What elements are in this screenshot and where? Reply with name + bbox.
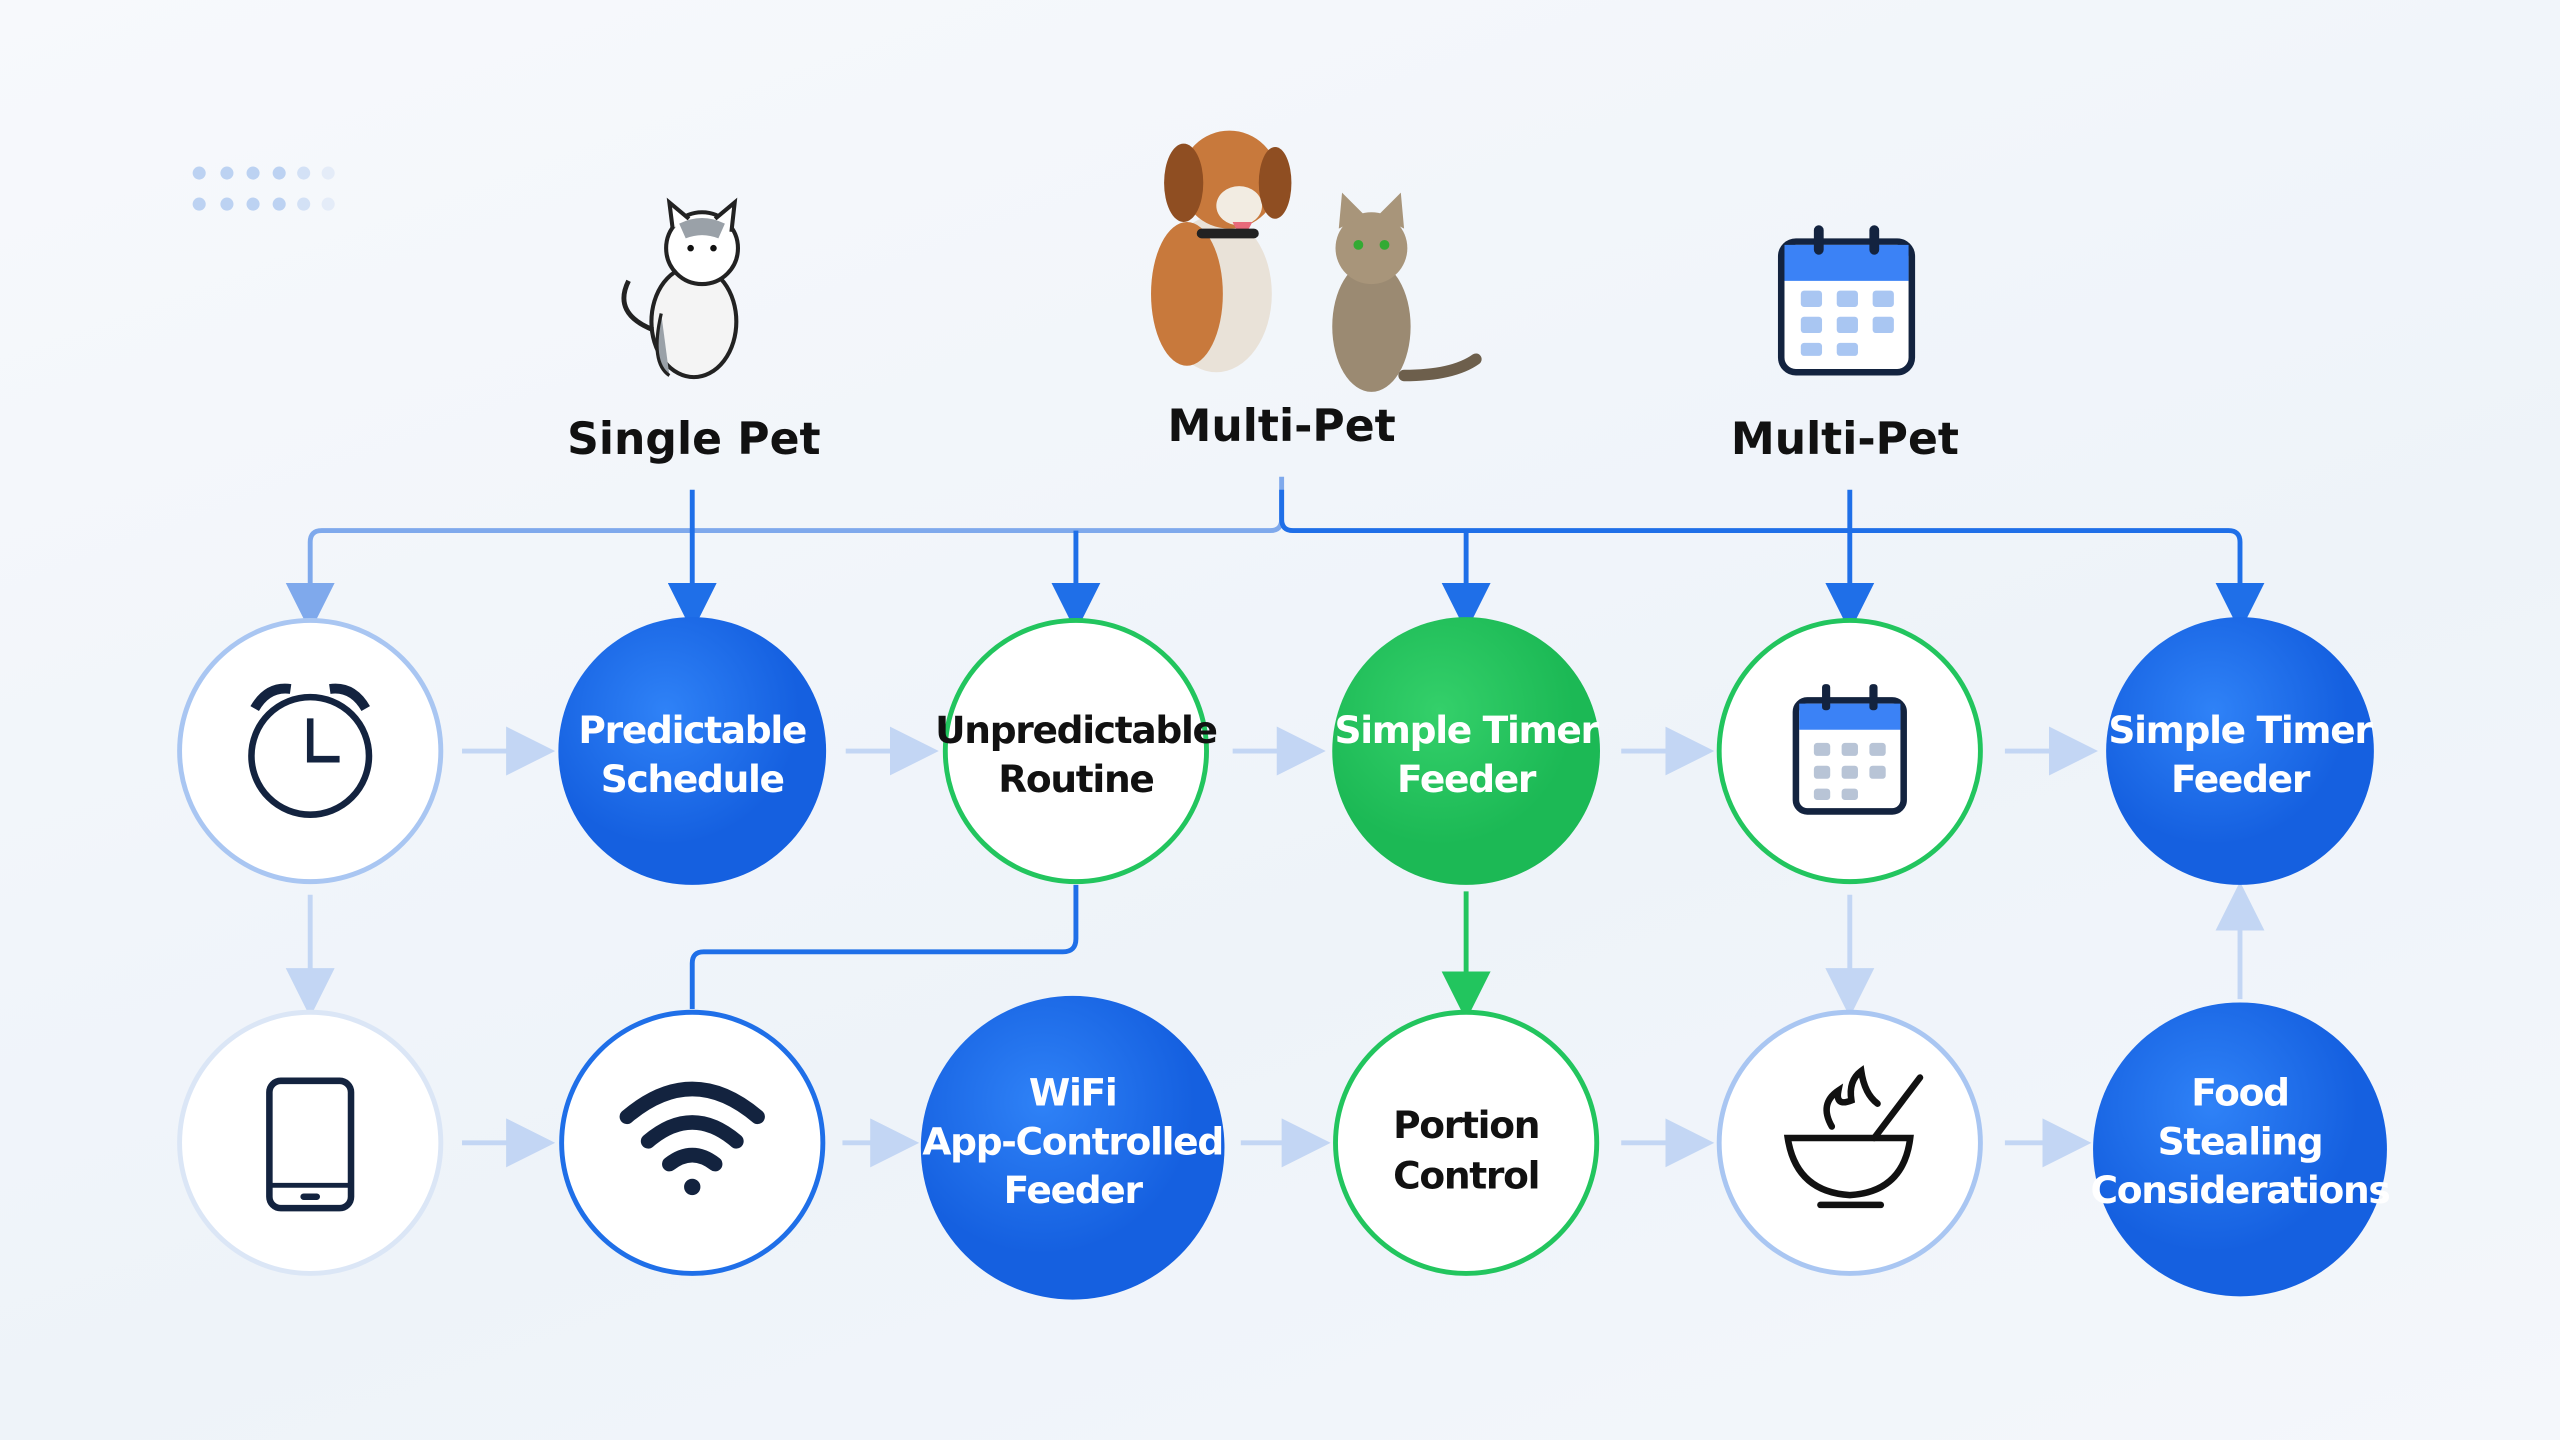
calendar-icon	[1777, 225, 1916, 376]
svg-text:Unpredictable: Unpredictable	[935, 708, 1217, 752]
header-single-pet: Single Pet	[567, 414, 820, 465]
svg-text:Stealing: Stealing	[2158, 1119, 2323, 1163]
node-unpredictable-routine: Unpredictable Routine	[935, 617, 1218, 885]
node-simple-timer-feeder-blue: Simple Timer Feeder	[2106, 617, 2375, 885]
svg-text:Feeder: Feeder	[2171, 757, 2311, 801]
node-wifi-app-controlled-feeder: WiFi App-Controlled Feeder	[920, 995, 1225, 1300]
svg-text:Predictable: Predictable	[578, 708, 806, 752]
node-tablet	[177, 1009, 444, 1276]
cat-icon	[621, 197, 741, 380]
svg-text:Schedule: Schedule	[601, 757, 784, 801]
svg-text:Routine: Routine	[998, 757, 1153, 801]
node-calendar	[1716, 617, 1983, 885]
node-food-stealing-considerations: Food Stealing Considerations	[2091, 1002, 2391, 1297]
svg-text:App-Controlled: App-Controlled	[922, 1119, 1223, 1163]
svg-text:Control: Control	[1393, 1154, 1539, 1198]
node-portion-control: Portion Control	[1333, 1009, 1600, 1276]
svg-text:Simple Timer: Simple Timer	[1335, 708, 1600, 752]
node-food-bowl	[1716, 1009, 1983, 1276]
svg-text:WiFi: WiFi	[1029, 1070, 1117, 1114]
svg-text:Food: Food	[2191, 1070, 2288, 1114]
dog-and-cat-icon	[1151, 130, 1482, 392]
header-multi-pet-right: Multi-Pet	[1731, 414, 1959, 465]
wifi-icon	[619, 1081, 765, 1196]
svg-text:Considerations: Considerations	[2091, 1168, 2390, 1212]
node-predictable-schedule: Predictable Schedule	[558, 617, 827, 885]
node-alarm-clock	[177, 617, 444, 885]
node-wifi	[559, 1009, 826, 1276]
header-multi-pet-center: Multi-Pet	[1168, 401, 1396, 452]
connectors	[285, 476, 2265, 1168]
svg-text:Simple Timer: Simple Timer	[2108, 708, 2373, 752]
tablet-icon	[266, 1077, 355, 1212]
decorative-dots	[192, 166, 335, 211]
svg-text:Feeder: Feeder	[1004, 1168, 1144, 1212]
node-simple-timer-feeder-green: Simple Timer Feeder	[1332, 617, 1601, 885]
svg-text:Portion: Portion	[1393, 1103, 1539, 1147]
calendar-icon	[1792, 684, 1907, 815]
svg-text:Feeder: Feeder	[1397, 757, 1537, 801]
alarm-clock-icon	[248, 683, 373, 818]
food-bowl-icon	[1783, 1065, 1924, 1209]
